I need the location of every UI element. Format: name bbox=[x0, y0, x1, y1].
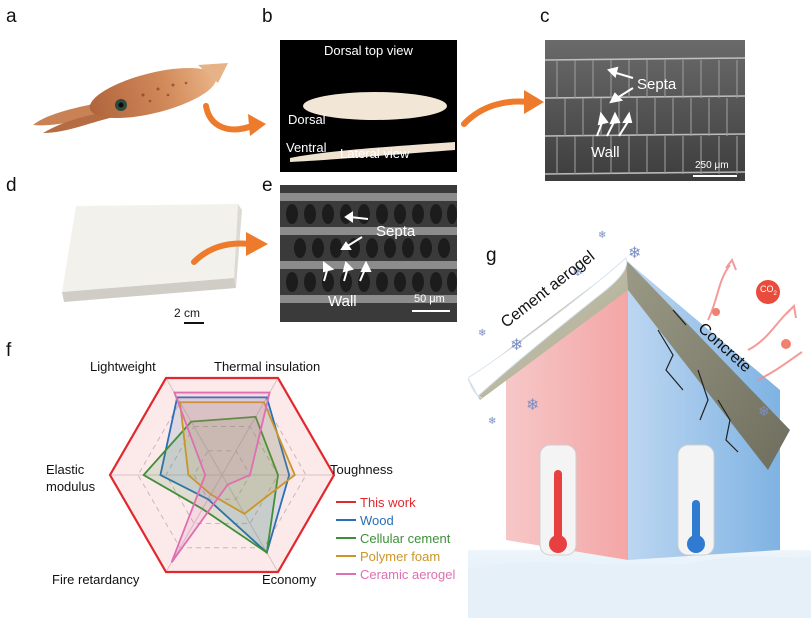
arrow-b-to-c-icon bbox=[461, 90, 544, 127]
legend-label: Ceramic aerogel bbox=[360, 566, 456, 582]
axis-label-lightweight: Lightweight bbox=[90, 359, 156, 374]
septa-label-c: Septa bbox=[637, 76, 677, 93]
legend-label: Cellular cement bbox=[360, 530, 451, 546]
house-illustration: ❄ ❄ ❄ ❄ ❄ ❄ ❄ ❄ bbox=[468, 230, 811, 618]
svg-text:❄: ❄ bbox=[628, 243, 641, 262]
co2-label: CO2 bbox=[760, 284, 777, 297]
axis-label-economy: Economy bbox=[262, 572, 317, 587]
radar-series-this-work bbox=[108, 376, 336, 574]
panel-label-g: g bbox=[486, 245, 497, 266]
panel-label-f: f bbox=[6, 340, 12, 361]
axis-label-toughness: Toughness bbox=[330, 462, 393, 477]
legend-item-cellular-cement: Cellular cement bbox=[336, 529, 486, 547]
panel-label-c: c bbox=[540, 6, 550, 27]
septa-label-e: Septa bbox=[376, 223, 416, 240]
legend-swatch bbox=[336, 537, 356, 539]
svg-text:❄: ❄ bbox=[510, 335, 523, 354]
legend-item-this-work: This work bbox=[336, 493, 486, 511]
cuttlebone-photo: Dorsal top view Dorsal Ventral Lateral v… bbox=[280, 40, 457, 172]
co2-text: CO bbox=[760, 284, 774, 294]
ventral-label: Ventral bbox=[286, 140, 327, 155]
radar-legend: This work Wood Cellular cement Polymer f… bbox=[336, 493, 486, 583]
dorsal-top-view-label: Dorsal top view bbox=[324, 43, 413, 58]
svg-text:❄: ❄ bbox=[758, 404, 770, 420]
legend-label: This work bbox=[360, 494, 416, 510]
radar-chart bbox=[108, 376, 336, 574]
wall-label-e: Wall bbox=[328, 293, 357, 310]
legend-swatch bbox=[336, 573, 356, 575]
legend-swatch bbox=[336, 501, 356, 503]
panel-label-d: d bbox=[6, 175, 17, 196]
axis-label-thermal-insulation: Thermal insulation bbox=[214, 359, 321, 374]
scale-label-c: 250 μm bbox=[695, 160, 729, 171]
arrow-a-to-b-icon bbox=[203, 103, 266, 136]
legend-item-ceramic-aerogel: Ceramic aerogel bbox=[336, 565, 486, 583]
panel-label-b: b bbox=[262, 6, 273, 27]
sem-image-aerogel: Septa Wall 50 μm bbox=[280, 185, 457, 322]
axis-label-elastic-line1: Elastic bbox=[46, 462, 85, 477]
lateral-view-label: Lateral view bbox=[340, 146, 410, 161]
radar-series-polymer-foam bbox=[178, 401, 296, 515]
radar-spoke bbox=[221, 474, 279, 573]
radar-series-cellular-cement bbox=[142, 415, 279, 555]
svg-text:❄: ❄ bbox=[598, 230, 606, 241]
legend-item-wood: Wood bbox=[336, 511, 486, 529]
scale-label-e: 50 μm bbox=[414, 293, 445, 305]
svg-text:❄: ❄ bbox=[572, 264, 584, 280]
axis-label-elastic-line2: modulus bbox=[46, 479, 96, 494]
legend-item-polymer-foam: Polymer foam bbox=[336, 547, 486, 565]
panel-label-e: e bbox=[262, 175, 273, 196]
svg-text:❄: ❄ bbox=[478, 328, 486, 339]
panel-label-a: a bbox=[6, 6, 17, 27]
squid-photo bbox=[33, 63, 228, 133]
legend-swatch bbox=[336, 519, 356, 521]
scale-label-d: 2 cm bbox=[174, 306, 201, 320]
svg-text:❄: ❄ bbox=[526, 395, 539, 414]
legend-swatch bbox=[336, 555, 356, 557]
legend-label: Polymer foam bbox=[360, 548, 441, 564]
wall-label-c: Wall bbox=[591, 144, 620, 161]
arrow-d-to-e-icon bbox=[191, 232, 268, 265]
sem-image-cuttlebone: Septa Wall 250 μm bbox=[545, 40, 745, 181]
co2-subscript: 2 bbox=[773, 290, 777, 297]
dorsal-label: Dorsal bbox=[288, 112, 326, 127]
radar-series-ceramic-aerogel bbox=[170, 391, 271, 563]
scale-bar-d bbox=[184, 322, 204, 324]
axis-label-fire-retardancy: Fire retardancy bbox=[52, 572, 140, 587]
svg-text:❄: ❄ bbox=[488, 416, 496, 427]
legend-label: Wood bbox=[360, 512, 394, 528]
